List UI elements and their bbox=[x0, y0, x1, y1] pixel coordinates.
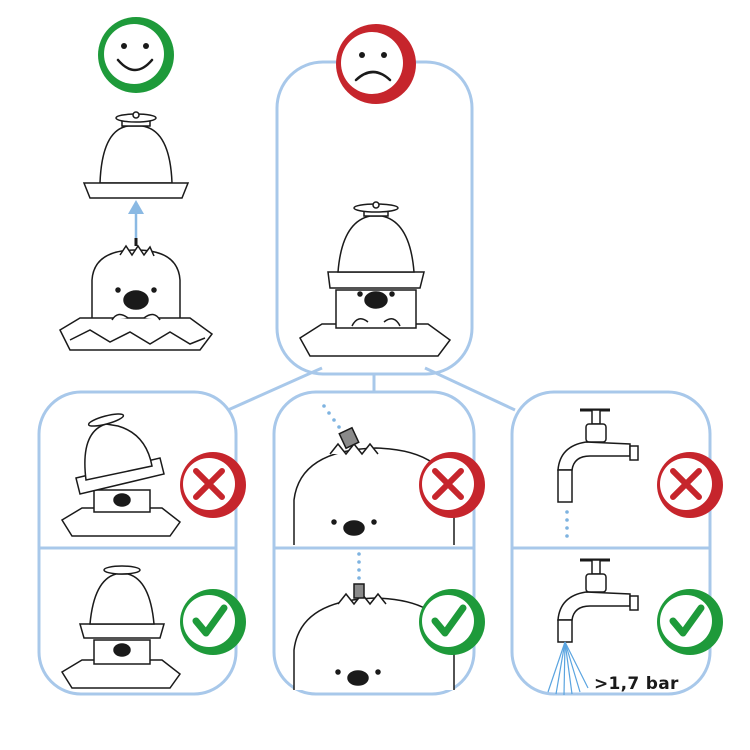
connector-lines bbox=[227, 366, 516, 412]
mole-nozzle-tilted bbox=[293, 426, 455, 545]
tap-dripping bbox=[557, 408, 639, 503]
cross-icon bbox=[657, 452, 723, 518]
cover-lifted bbox=[82, 111, 190, 199]
panel-nozzle-fit bbox=[272, 390, 476, 696]
check-icon bbox=[657, 589, 723, 655]
happy-face-badge bbox=[98, 17, 174, 93]
check-icon bbox=[180, 589, 246, 655]
water-spray bbox=[547, 641, 589, 696]
tap-spraying bbox=[557, 558, 639, 643]
arrow-up-icon bbox=[128, 200, 144, 240]
mole-cover-correct bbox=[60, 565, 182, 689]
panel-water-pressure bbox=[510, 390, 712, 696]
sad-face-badge bbox=[336, 24, 416, 104]
water-drops-dripping bbox=[565, 510, 569, 538]
mole-nozzle-correct bbox=[293, 583, 455, 690]
water-drops-tilted bbox=[322, 404, 341, 429]
panel-cover-fit bbox=[37, 390, 238, 696]
mole-figure bbox=[59, 238, 214, 351]
water-drops-straight bbox=[357, 552, 361, 580]
check-icon bbox=[419, 589, 485, 655]
cross-icon bbox=[419, 452, 485, 518]
pressure-label: >1,7 bar bbox=[594, 674, 679, 694]
mole-cover-tilted bbox=[60, 413, 182, 537]
cross-icon bbox=[180, 452, 246, 518]
mole-with-cover-stuck bbox=[299, 201, 452, 357]
